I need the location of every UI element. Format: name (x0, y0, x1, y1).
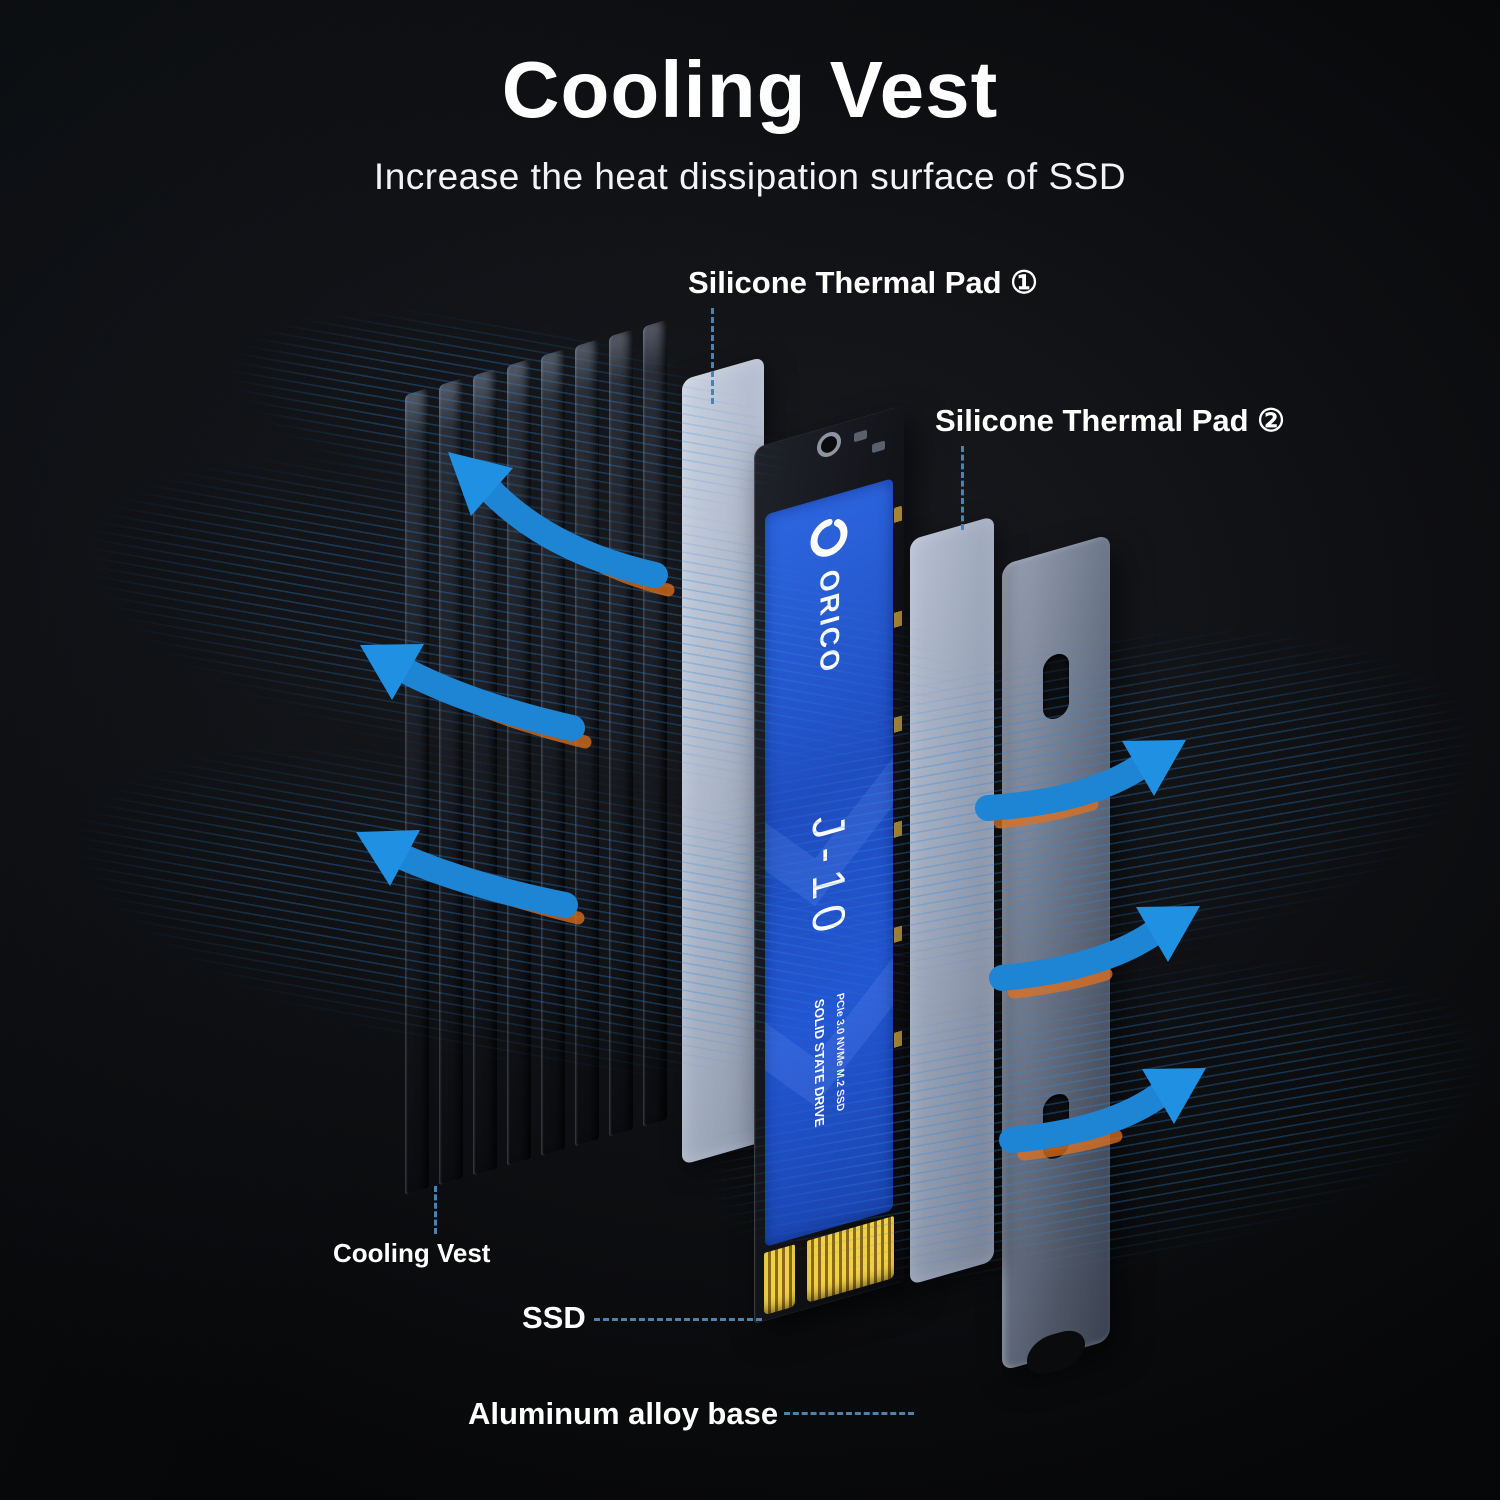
ssd-spec-line-2: PCIe 3.0 NVMe M.2 SSD (834, 991, 846, 1113)
ssd-screw-notch (817, 429, 841, 460)
callout-line-cooling-vest (434, 1186, 437, 1234)
ssd-brand-text: ORICO (814, 566, 845, 679)
heatsink-fin (643, 319, 667, 1127)
heatsink-fin (473, 368, 497, 1176)
base-slot-hole (1043, 1090, 1069, 1163)
ssd-spec-text: SOLID STATE DRIVE PCIe 3.0 NVMe M.2 SSD (812, 992, 846, 1129)
aluminum-alloy-base (1002, 534, 1110, 1380)
page-title: Cooling Vest (501, 45, 999, 134)
connector-key-segment (764, 1244, 796, 1316)
callout-line-thermal-pad-1 (711, 308, 714, 404)
cooling-vest-heatsink (405, 319, 667, 1195)
ssd-chip (854, 429, 867, 443)
callout-line-ssd (594, 1318, 762, 1321)
heatsink-fin (541, 349, 565, 1157)
header: Cooling Vest Increase the heat dissipati… (0, 44, 1500, 198)
ssd-label-sticker: ORICO J-10 SOLID STATE DRIVE PCIe 3.0 NV… (765, 478, 893, 1247)
silicone-thermal-pad-1 (682, 356, 764, 1165)
heatsink-fin (609, 329, 633, 1137)
callout-thermal-pad-2: Silicone Thermal Pad ② (935, 403, 1285, 438)
callout-ssd: SSD (522, 1300, 586, 1335)
ssd-spec-line-1: SOLID STATE DRIVE (812, 997, 827, 1129)
callout-cooling-vest: Cooling Vest (333, 1238, 491, 1268)
base-slot-hole (1043, 650, 1069, 723)
callout-line-thermal-pad-2 (961, 446, 964, 530)
heatsink-fin (439, 378, 463, 1186)
ssd-solder-pads (894, 505, 902, 1124)
callout-thermal-pad-1: Silicone Thermal Pad ① (688, 265, 1038, 300)
ssd-model-text: J-10 (803, 807, 855, 948)
page-subtitle: Increase the heat dissipation surface of… (373, 156, 1127, 197)
heatsink-fin (507, 358, 531, 1166)
base-bottom-notch (1027, 1325, 1085, 1380)
ssd-chip (872, 440, 885, 454)
orico-logo-icon (810, 518, 848, 557)
heatsink-fin (405, 388, 429, 1195)
ssd-board: ORICO J-10 SOLID STATE DRIVE PCIe 3.0 NV… (754, 404, 904, 1325)
callout-line-aluminum-base (784, 1412, 914, 1415)
callout-aluminum-base: Aluminum alloy base (468, 1396, 779, 1431)
heatsink-fin (575, 339, 599, 1147)
silicone-thermal-pad-2 (910, 515, 994, 1285)
